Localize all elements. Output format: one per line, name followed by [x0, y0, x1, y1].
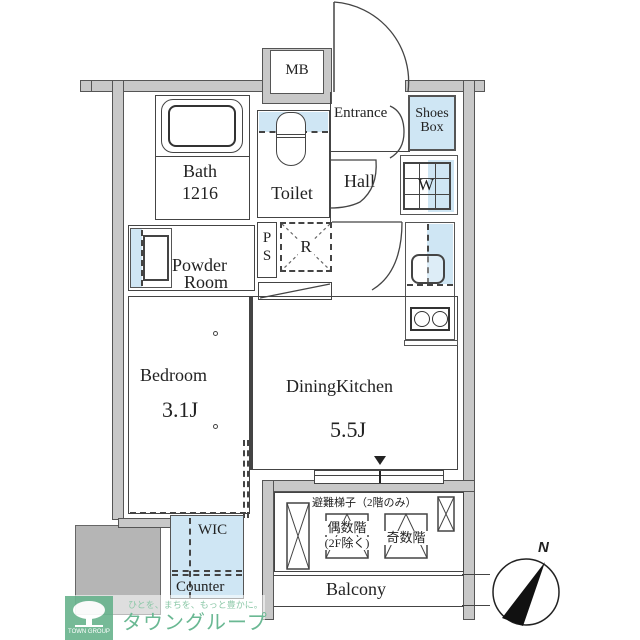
vanity-sink — [143, 235, 169, 281]
entry-arrow-icon — [374, 456, 386, 465]
north-compass-icon — [492, 558, 560, 626]
bedroom-bottom-dash — [130, 512, 246, 514]
bathtub-outer — [161, 99, 243, 153]
hall-label: Hall — [344, 171, 375, 191]
ps-label-s: S — [262, 248, 272, 264]
dining-kitchen-label: DiningKitchen — [286, 376, 393, 396]
balcony-rail-ext — [462, 574, 490, 575]
shoes-box-label-1: Shoes — [415, 106, 449, 121]
vanity-blue — [130, 228, 142, 288]
refrigerator-space: R — [280, 222, 332, 272]
powder-label-1: Powder — [172, 255, 227, 275]
escape-ladder-box — [437, 496, 455, 532]
mb-box: MB — [270, 50, 324, 94]
fridge-shelf — [258, 282, 332, 300]
even-floor-sub-label: (2F除く) — [320, 537, 374, 550]
entrance-label: Entrance — [334, 105, 388, 121]
balcony — [274, 575, 464, 607]
vanity-counter — [130, 228, 172, 288]
powder-label-2: Room — [184, 272, 229, 292]
stove — [410, 307, 450, 331]
bedroom-label: Bedroom — [140, 365, 207, 385]
logo-name-jp: タウングループ — [122, 610, 268, 634]
compass-north-label: N — [538, 539, 549, 556]
balcony-window — [314, 470, 444, 484]
entrance-door-swing — [333, 1, 410, 93]
bathtub-inner — [168, 105, 236, 147]
counter-label: Counter — [176, 579, 225, 595]
shoebox-door-swing — [389, 105, 405, 159]
toilet-label: Toilet — [271, 183, 313, 203]
wic-dash — [189, 518, 191, 598]
outer-wall-left — [112, 80, 124, 520]
wic-counter-dash-2 — [172, 574, 242, 576]
kitchen-door-swing — [332, 221, 403, 291]
balcony-label: Balcony — [326, 579, 386, 599]
entrance-area — [330, 92, 410, 152]
shoes-box: Shoes Box — [408, 95, 456, 151]
wic-label: WIC — [198, 522, 228, 538]
logo-mark: TOWN GROUP — [65, 596, 113, 640]
outer-wall-top-left — [80, 80, 266, 92]
escape-ladder-note: 避難梯子（2階のみ） — [312, 497, 417, 510]
toilet-room — [257, 110, 330, 218]
outlet-dot-1 — [213, 331, 218, 336]
bath-label: Bath — [183, 161, 217, 181]
shoes-box-label-2: Box — [420, 120, 444, 135]
balcony-storage-area — [274, 492, 464, 572]
outer-wall-right — [463, 80, 475, 620]
fridge-shelf-diagonal — [259, 283, 331, 299]
logo-en-text: TOWN GROUP — [68, 629, 110, 635]
bedroom-bottom-wall — [118, 518, 178, 528]
even-floor-label: 偶数階 — [325, 521, 369, 535]
toilet-bowl — [276, 112, 306, 166]
wall-stub-left — [80, 80, 92, 92]
mb-label: MB — [285, 62, 309, 78]
hall-door-swing — [329, 159, 377, 209]
wic-counter-dash — [172, 570, 242, 572]
refrigerator-label: R — [298, 238, 314, 256]
washer-pan — [403, 162, 451, 210]
odd-floor-label: 奇数階 — [384, 531, 428, 545]
outdoor-unit-left — [286, 502, 310, 570]
pipe-space: P S — [257, 222, 277, 278]
dining-kitchen — [250, 296, 458, 470]
kitchen-sink — [411, 254, 445, 284]
bedroom-size-label: 3.1J — [162, 397, 199, 422]
washer-label: W — [418, 175, 435, 194]
vanity-dash — [141, 230, 143, 286]
hall-area — [330, 152, 400, 222]
bath-size-label: 1216 — [182, 183, 218, 203]
kitchen-dash-h — [407, 284, 453, 286]
tree-icon — [73, 601, 105, 627]
wic — [170, 515, 244, 599]
kitchen-counter-end — [404, 340, 458, 346]
wall-balcony-left — [262, 480, 274, 620]
balcony-rail-ext-2 — [462, 605, 490, 606]
powder-room — [128, 225, 255, 291]
logo-tagline: ひとを、まちを、もっと豊かに。 — [128, 601, 263, 611]
toilet-seat-band — [277, 134, 305, 138]
bath-divider — [155, 156, 250, 157]
bath-room — [155, 95, 250, 220]
dining-kitchen-size-label: 5.5J — [330, 417, 367, 442]
ps-label-p: P — [262, 230, 272, 246]
outlet-dot-2 — [213, 424, 218, 429]
bedroom-door-dash — [243, 440, 249, 518]
